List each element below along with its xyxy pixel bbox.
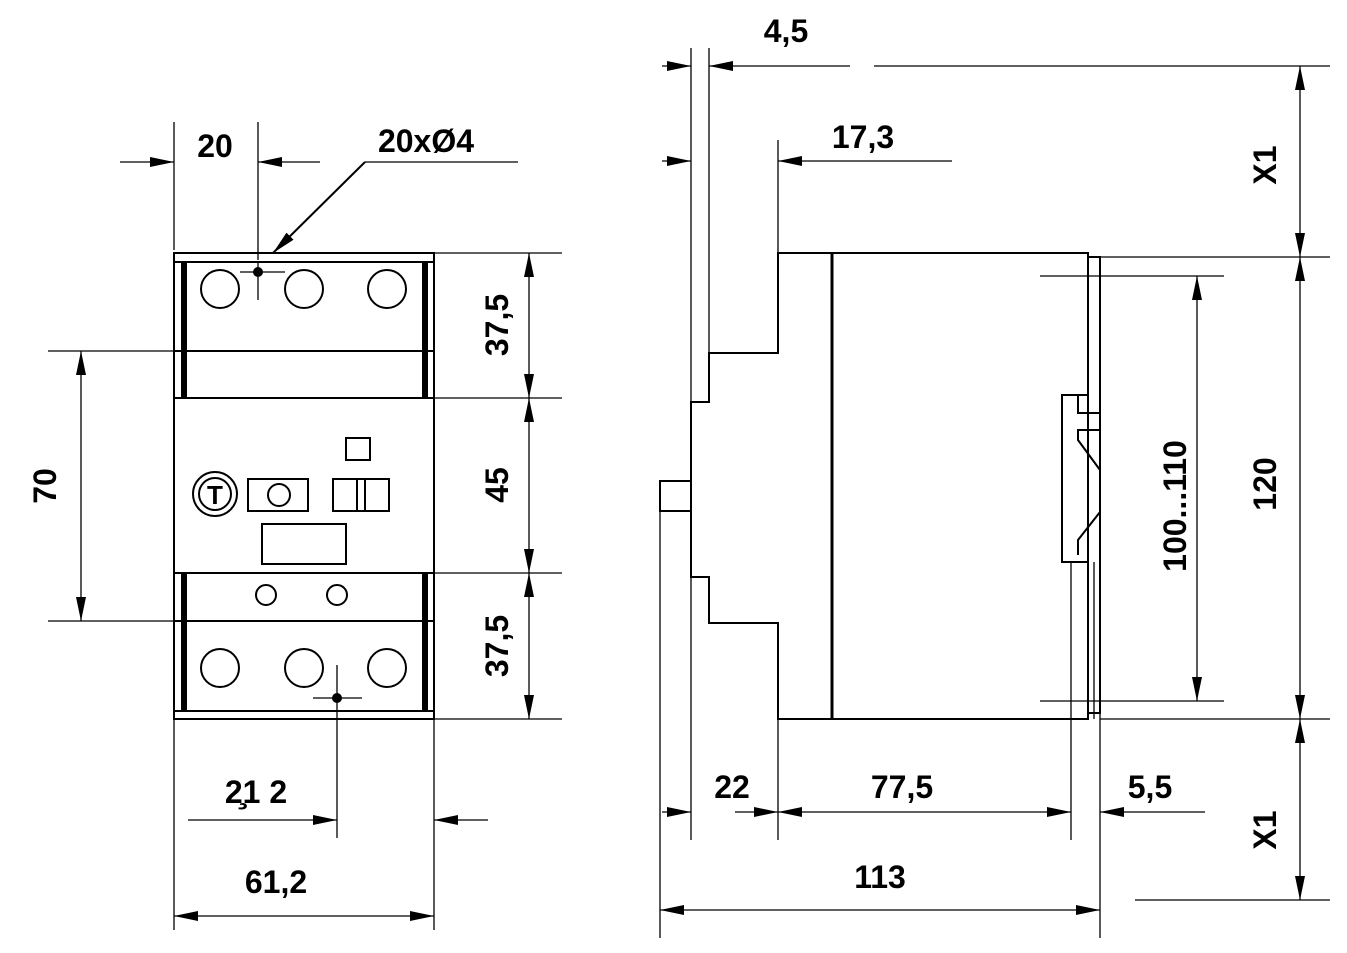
dim-label-height: 120 bbox=[1247, 457, 1283, 510]
dim-label-rail: 100...110 bbox=[1157, 440, 1193, 572]
terminal-screw bbox=[200, 269, 240, 309]
operating-button bbox=[659, 480, 692, 512]
dimension-step: 17,3 bbox=[662, 119, 952, 253]
dim-label-step: 17,3 bbox=[832, 119, 894, 155]
dim-label-depth: 113 bbox=[854, 859, 906, 895]
test-point bbox=[255, 584, 277, 606]
selector-switch bbox=[332, 478, 390, 512]
dim-label-mount-pitch: 70 bbox=[27, 468, 63, 504]
dim-label-top-block: 37,5 bbox=[479, 294, 515, 356]
dim-label-offset: 2̧1 2 bbox=[225, 774, 287, 810]
terminal-screw bbox=[367, 269, 407, 309]
dimension-width: 61,2 bbox=[174, 864, 434, 921]
front-body-outline bbox=[173, 252, 435, 720]
dimension-rail: 100...110 bbox=[1040, 275, 1224, 702]
hole-center-dot bbox=[332, 693, 342, 703]
dimension-height: X1 120 X1 bbox=[874, 65, 1330, 901]
bottom-terminal-block bbox=[174, 572, 434, 838]
terminal-screw bbox=[200, 648, 240, 688]
side-view: 4,5 17,3 X1 120 X1 bbox=[659, 13, 1330, 938]
dim-label-clearance-top: X1 bbox=[1247, 145, 1283, 184]
t-symbol-letter: T bbox=[207, 480, 223, 510]
dimension-offset: 2̧1 2 bbox=[173, 719, 488, 930]
dim-label-clearance-bottom: X1 bbox=[1247, 810, 1283, 849]
terminal-screw bbox=[284, 648, 324, 688]
hole-center-dot bbox=[253, 267, 263, 277]
dimension-flange: 4,5 bbox=[662, 13, 850, 402]
dim-label-holes: 20xØ4 bbox=[378, 123, 474, 159]
dimension-pitch: 20 bbox=[120, 122, 320, 260]
dim-label-width: 61,2 bbox=[245, 864, 307, 900]
terminal-screw bbox=[284, 269, 324, 309]
dim-label-flange: 4,5 bbox=[764, 13, 808, 49]
test-point bbox=[326, 584, 348, 606]
terminal-screw bbox=[367, 648, 407, 688]
dim-label-bottom-block: 37,5 bbox=[479, 615, 515, 677]
front-view: T 20 bbox=[27, 122, 562, 930]
dim-label-middle-block: 45 bbox=[479, 467, 515, 503]
top-terminal-block bbox=[174, 262, 434, 399]
dim-label-pitch: 20 bbox=[197, 128, 233, 164]
dim-label-back: 5,5 bbox=[1128, 769, 1172, 805]
dimension-blocks: 37,5 45 37,5 bbox=[434, 252, 562, 720]
reset-button bbox=[247, 478, 309, 512]
dimension-mount-pitch: 70 bbox=[27, 350, 184, 622]
rating-dial bbox=[261, 523, 347, 565]
dimension-depth: 22 77,5 5,5 113 bbox=[659, 511, 1205, 938]
dimension-holes: 20xØ4 bbox=[272, 123, 518, 254]
control-block: T bbox=[192, 437, 390, 565]
indicator-window bbox=[345, 437, 371, 461]
dim-label-body: 77,5 bbox=[871, 769, 933, 805]
t-symbol-icon bbox=[192, 471, 238, 517]
dim-label-front: 22 bbox=[714, 769, 750, 805]
side-body-outline bbox=[690, 252, 1089, 720]
